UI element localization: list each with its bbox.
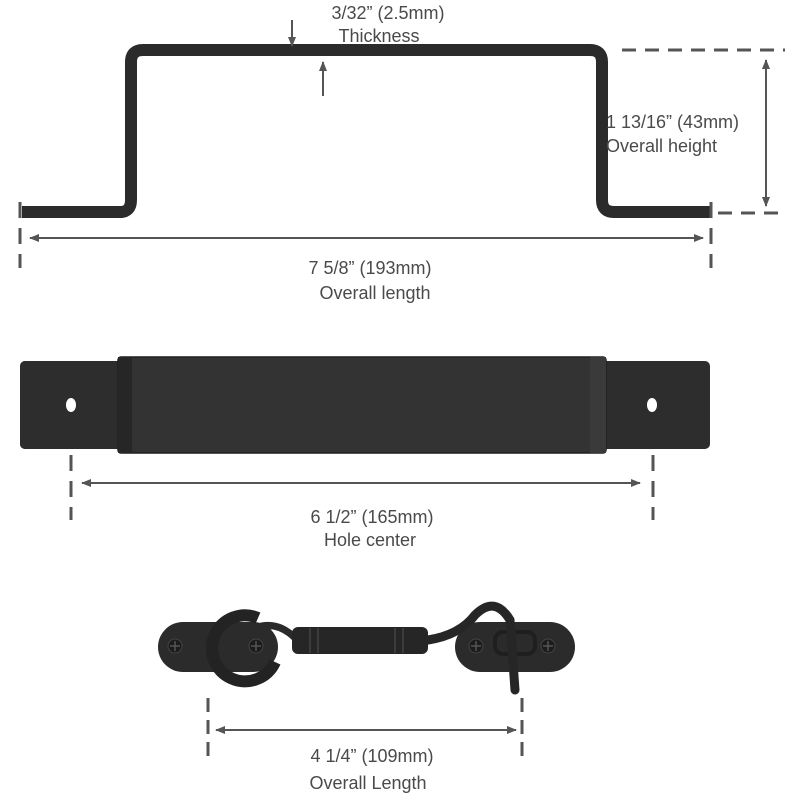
overall-height-label: Overall height [606, 136, 718, 156]
hole-center-value: 6 1/2” (165mm) [310, 507, 434, 527]
hook-length-value: 4 1/4” (109mm) [310, 746, 434, 766]
handle-top-view [20, 356, 710, 454]
thickness-value: 3/32” (2.5mm) [331, 3, 445, 23]
hook-latch [158, 601, 575, 695]
hole-center-label: Hole center [323, 530, 417, 550]
hook-length-dimension [206, 698, 524, 762]
overall-height-dimension [622, 48, 785, 215]
thickness-label: Thickness [338, 26, 420, 46]
mounting-hole-right [647, 398, 657, 412]
hole-center-dimension [69, 455, 655, 520]
overall-length-dimension [18, 202, 713, 268]
thickness-indicator [288, 20, 327, 96]
handle-side-profile [22, 44, 710, 218]
overall-height-value: 1 13/16” (43mm) [606, 112, 740, 132]
overall-length-value: 7 5/8” (193mm) [308, 258, 432, 278]
overall-length-label: Overall length [319, 283, 431, 303]
mounting-hole-left [66, 398, 76, 412]
hook-length-label: Overall Length [309, 773, 427, 793]
